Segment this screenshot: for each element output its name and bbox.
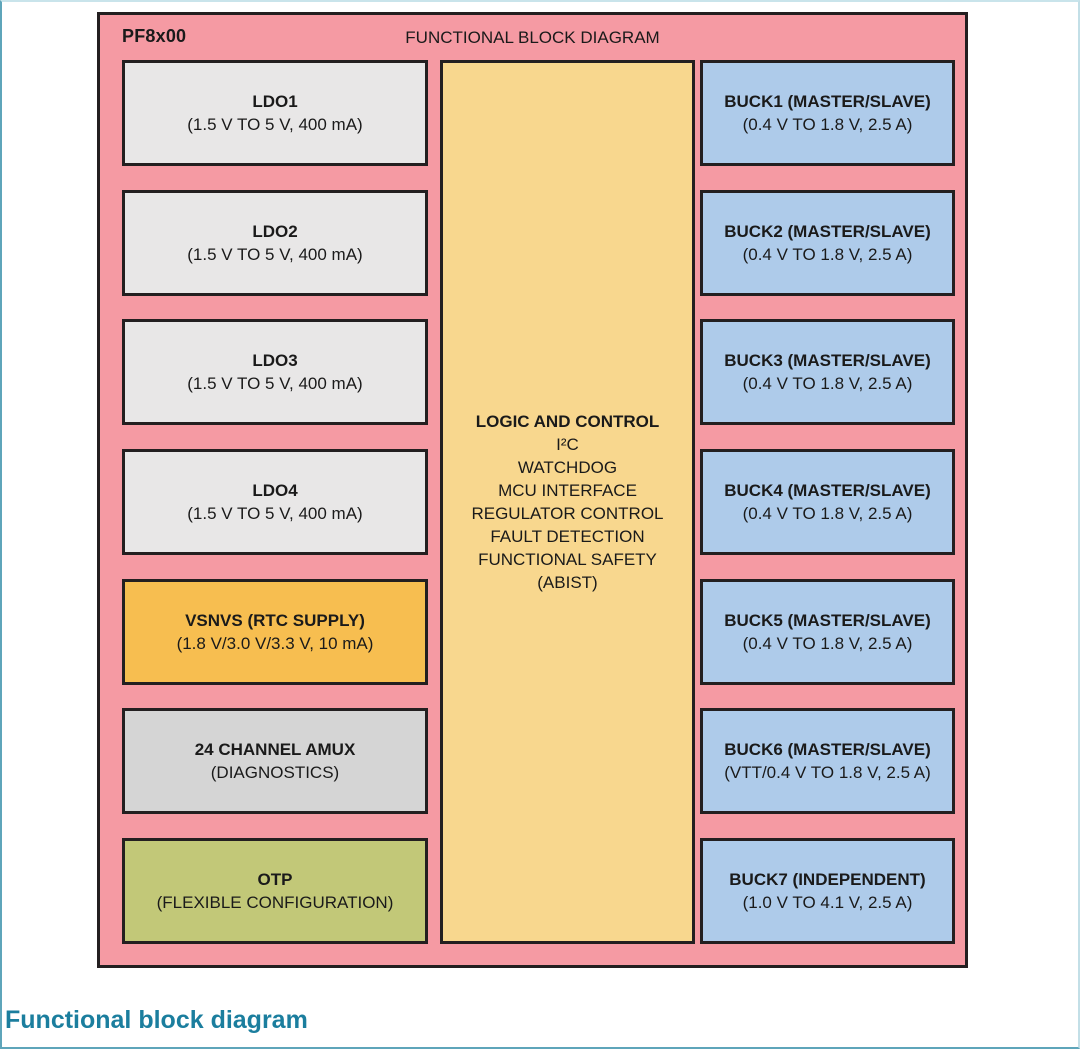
block-subtitle: (FLEXIBLE CONFIGURATION) [156, 892, 394, 912]
diagram-header: PF8x00 FUNCTIONAL BLOCK DIAGRAM [100, 15, 965, 60]
block-vsnvs: VSNVS (RTC SUPPLY) (1.8 V/3.0 V/3.3 V, 10… [122, 578, 428, 685]
block-ldo2: LDO2 (1.5 V TO 5 V, 400 mA) [122, 189, 428, 296]
block-title: BUCK4 (MASTER/SLAVE) [724, 480, 931, 500]
block-subtitle: (1.8 V/3.0 V/3.3 V, 10 mA) [176, 633, 374, 653]
block-subtitle: (0.4 V TO 1.8 V, 2.5 A) [742, 374, 913, 394]
block-title: BUCK7 (INDEPENDENT) [729, 869, 926, 889]
block-buck4: BUCK4 (MASTER/SLAVE) (0.4 V TO 1.8 V, 2.5… [700, 448, 955, 555]
block-title: LOGIC AND CONTROL [475, 412, 660, 431]
block-title: BUCK5 (MASTER/SLAVE) [724, 610, 931, 630]
block-subtitle: (0.4 V TO 1.8 V, 2.5 A) [742, 115, 913, 134]
block-title: VSNVS (RTC SUPPLY) [185, 610, 365, 630]
center-block-line: FUNCTIONAL SAFETY [478, 550, 657, 569]
figure-caption: Functional block diagram [5, 1006, 308, 1034]
block-title: LDO3 [252, 351, 298, 371]
block-subtitle: (0.4 V TO 1.8 V, 2.5 A) [742, 244, 913, 264]
left-column: LDO1 (1.5 V TO 5 V, 400 mA) LDO2 (1.5 V TO … [122, 60, 428, 944]
functional-block-diagram: PF8x00 FUNCTIONAL BLOCK DIAGRAM LDO1 (1.5… [97, 12, 968, 968]
block-ldo1: LDO1 (1.5 V TO 5 V, 400 mA) [122, 60, 428, 166]
right-column: BUCK1 (MASTER/SLAVE) (0.4 V TO 1.8 V, 2.5… [700, 60, 955, 944]
block-otp: OTP (FLEXIBLE CONFIGURATION) [122, 837, 428, 944]
block-buck7: BUCK7 (INDEPENDENT) (1.0 V TO 4.1 V, 2.5 … [700, 837, 955, 944]
diagram-columns: LDO1 (1.5 V TO 5 V, 400 mA) LDO2 (1.5 V TO … [122, 60, 955, 944]
block-title: BUCK3 (MASTER/SLAVE) [724, 351, 931, 371]
center-block-line: I²C [556, 435, 579, 454]
block-subtitle: (VTT/0.4 V TO 1.8 V, 2.5 A) [724, 763, 931, 783]
block-ldo4: LDO4 (1.5 V TO 5 V, 400 mA) [122, 448, 428, 555]
center-block-line: REGULATOR CONTROL [471, 504, 664, 523]
block-buck2: BUCK2 (MASTER/SLAVE) (0.4 V TO 1.8 V, 2.5… [700, 189, 955, 296]
diagram-title: FUNCTIONAL BLOCK DIAGRAM [405, 28, 660, 47]
block-ldo3: LDO3 (1.5 V TO 5 V, 400 mA) [122, 319, 428, 426]
block-subtitle: (1.0 V TO 4.1 V, 2.5 A) [742, 892, 913, 912]
block-subtitle: (0.4 V TO 1.8 V, 2.5 A) [742, 503, 913, 523]
block-title: BUCK6 (MASTER/SLAVE) [724, 740, 931, 760]
block-title: BUCK2 (MASTER/SLAVE) [724, 221, 931, 241]
block-subtitle: (1.5 V TO 5 V, 400 mA) [187, 503, 363, 523]
center-block-lines: I²C WATCHDOG MCU INTERFACE REGULATOR CONTRO… [471, 433, 663, 594]
center-block-line: WATCHDOG [517, 458, 618, 477]
block-title: LDO2 [252, 221, 298, 241]
block-buck1: BUCK1 (MASTER/SLAVE) (0.4 V TO 1.8 V, 2.5… [700, 60, 955, 166]
block-title: OTP [257, 869, 293, 889]
block-amux: 24 CHANNEL AMUX (DIAGNOSTICS) [122, 708, 428, 815]
block-buck5: BUCK5 (MASTER/SLAVE) (0.4 V TO 1.8 V, 2.5… [700, 578, 955, 685]
center-block-line: MCU INTERFACE [498, 481, 637, 500]
block-subtitle: (DIAGNOSTICS) [210, 763, 340, 783]
block-title: 24 CHANNEL AMUX [194, 740, 356, 760]
center-block-line: FAULT DETECTION [490, 527, 645, 546]
block-subtitle: (1.5 V TO 5 V, 400 mA) [187, 244, 363, 264]
block-logic-and-control: LOGIC AND CONTROL I²C WATCHDOG MCU INTERFA… [440, 60, 695, 944]
block-title: LDO4 [252, 480, 298, 500]
block-buck3: BUCK3 (MASTER/SLAVE) (0.4 V TO 1.8 V, 2.5… [700, 319, 955, 426]
block-subtitle: (1.5 V TO 5 V, 400 mA) [187, 374, 363, 394]
block-title: BUCK1 (MASTER/SLAVE) [724, 92, 931, 111]
block-subtitle: (1.5 V TO 5 V, 400 mA) [187, 115, 363, 134]
block-title: LDO1 [252, 92, 298, 111]
chip-name: PF8x00 [122, 26, 187, 46]
center-block-line: (ABIST) [537, 573, 598, 592]
block-subtitle: (0.4 V TO 1.8 V, 2.5 A) [742, 633, 913, 653]
block-buck6: BUCK6 (MASTER/SLAVE) (VTT/0.4 V TO 1.8 V,… [700, 708, 955, 815]
